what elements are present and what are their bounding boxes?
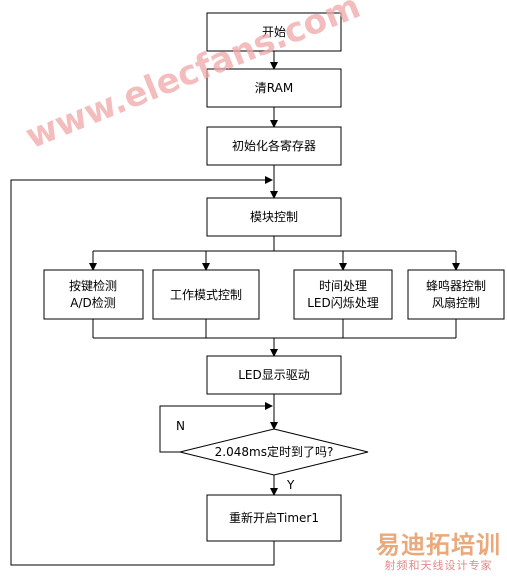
brand-name: 易迪拓培训 xyxy=(376,531,501,559)
node-timer-check-diamond xyxy=(179,428,369,476)
node-init-registers: 初始化各寄存器 xyxy=(232,138,316,153)
flow-edges xyxy=(10,51,460,566)
edge-label-yes: Y xyxy=(286,478,295,492)
node-key-ad-line2: A/D检测 xyxy=(70,295,116,310)
edge-label-no: N xyxy=(176,419,185,433)
edge-loop-back xyxy=(10,176,275,566)
node-restart-timer: 重新开启Timer1 xyxy=(229,510,319,525)
node-start-box xyxy=(206,12,342,52)
node-module-control-box xyxy=(206,197,342,237)
node-module-control: 模块控制 xyxy=(250,210,298,224)
node-led-driver-box xyxy=(206,355,342,395)
node-time-led-box xyxy=(293,269,393,320)
node-key-ad-line1: 按键检测 xyxy=(69,278,117,293)
node-work-mode: 工作模式控制 xyxy=(170,288,242,302)
node-buzzer-fan-line1: 蜂鸣器控制 xyxy=(426,278,486,293)
node-buzzer-fan-line2: 风扇控制 xyxy=(432,295,480,310)
node-led-driver: LED显示驱动 xyxy=(238,368,310,382)
node-time-led-line2: LED闪烁处理 xyxy=(307,296,379,310)
node-buzzer-fan-box xyxy=(407,269,505,320)
node-init-registers-box xyxy=(206,126,342,166)
brand-logo: 易迪拓培训 射频和天线设计专家 xyxy=(376,531,501,573)
edge-check-no xyxy=(159,402,273,453)
node-work-mode-box xyxy=(152,269,260,320)
brand-slogan: 射频和天线设计专家 xyxy=(384,559,493,572)
node-clear-ram-box xyxy=(206,68,342,108)
node-timer-check: 2.048ms定时到了吗? xyxy=(215,444,334,459)
flow-nodes xyxy=(43,12,505,542)
node-clear-ram: 清RAM xyxy=(255,81,293,95)
node-start: 开始 xyxy=(262,25,286,39)
node-key-ad-box xyxy=(43,269,144,320)
node-time-led-line1: 时间处理 xyxy=(319,279,367,293)
node-restart-timer-box xyxy=(206,494,342,542)
